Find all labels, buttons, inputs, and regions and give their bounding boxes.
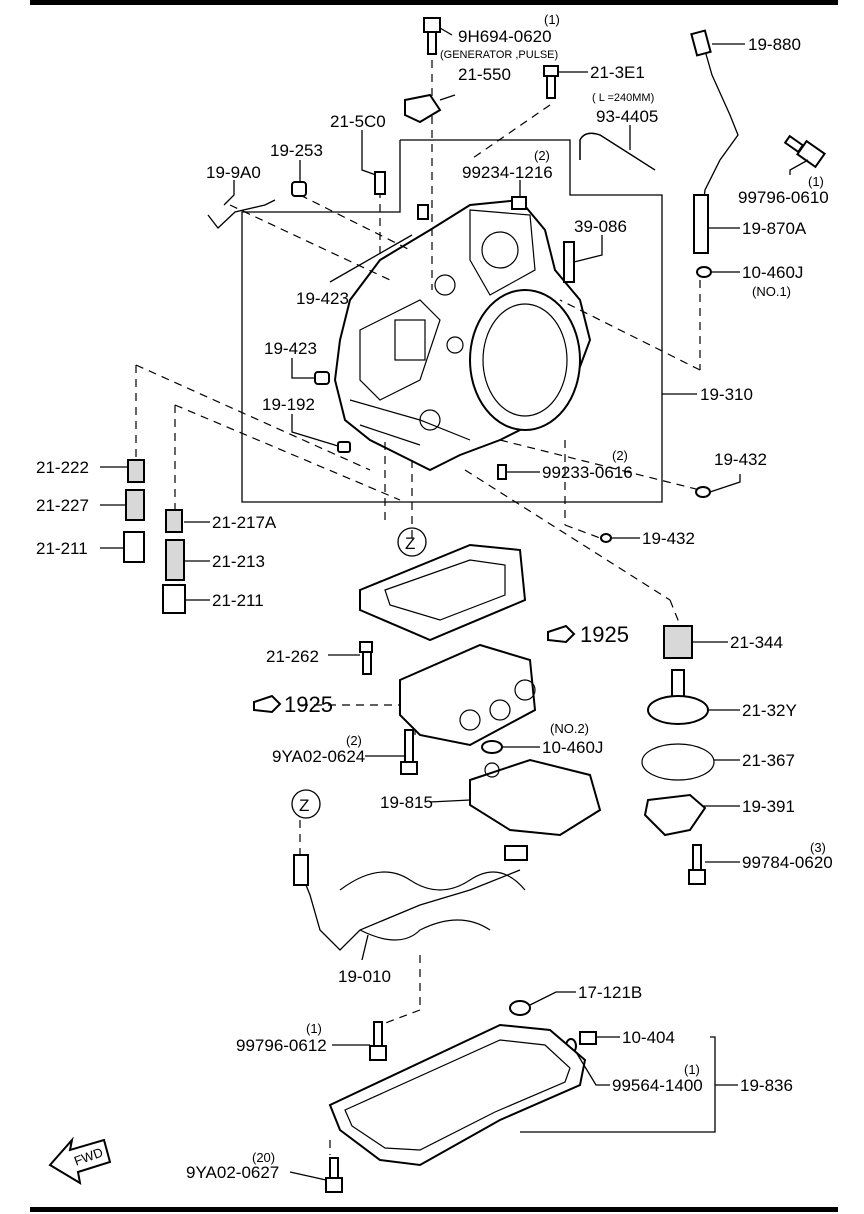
- label-21-211-b: 21-211: [212, 591, 264, 610]
- label-19-253: 19-253: [270, 141, 323, 160]
- label-10-460j-1: 10-460J: [742, 263, 803, 282]
- label-9h694: 9H694-0620: [458, 27, 552, 46]
- label-no1: (NO.1): [752, 284, 791, 299]
- hand-pointer-icon-2: [253, 694, 282, 714]
- top-border: [30, 0, 838, 5]
- label-21-213: 21-213: [212, 552, 265, 571]
- label-21-32y: 21-32Y: [742, 701, 797, 720]
- hand-pointer-icon-1: [547, 624, 576, 644]
- label-99796-0612-qty: (1): [306, 1021, 322, 1036]
- label-21-222: 21-222: [36, 458, 89, 477]
- label-21-550: 21-550: [458, 65, 511, 84]
- label-9ya02-0627: 9YA02-0627: [186, 1163, 279, 1182]
- part-shapes: [48, 17, 826, 1193]
- label-17-121b: 17-121B: [578, 983, 642, 1002]
- label-19-391: 19-391: [742, 797, 795, 816]
- oil-pan: [328, 1023, 587, 1167]
- label-9ya02-0624-qty: (2): [346, 733, 362, 748]
- fwd-arrow-icon: [48, 1136, 112, 1185]
- label-99796-0612: 99796-0612: [236, 1036, 327, 1055]
- leader-lines: [100, 27, 809, 1181]
- label-10-460j-2: 10-460J: [542, 738, 603, 757]
- label-99234-qty: (2): [534, 148, 550, 163]
- label-21-217a: 21-217A: [212, 513, 277, 532]
- label-l240: ( L =240MM): [592, 92, 654, 104]
- label-93-4405: 93-4405: [596, 107, 658, 126]
- label-21-262: 21-262: [266, 647, 319, 666]
- dashed-guides: [135, 60, 701, 1155]
- label-99784-qty: (3): [810, 840, 826, 855]
- label-1925-b: 1925: [284, 692, 333, 717]
- z-marker-2: [291, 789, 321, 819]
- label-99234: 99234-1216: [462, 163, 553, 182]
- label-19-432-b: 19-432: [642, 529, 695, 548]
- label-generator-pulse: (GENERATOR ,PULSE): [440, 49, 558, 61]
- label-z1: Z: [405, 534, 415, 553]
- label-19-310: 19-310: [700, 385, 753, 404]
- label-19-432-a: 19-432: [714, 450, 767, 469]
- label-19-192: 19-192: [262, 395, 315, 414]
- oil-strainer: [469, 758, 602, 837]
- label-39-086: 39-086: [574, 217, 627, 236]
- transmission-case-group: [241, 139, 663, 503]
- label-99796-0610-qty: (1): [808, 174, 824, 189]
- label-99233: 99233-0616: [542, 463, 633, 482]
- label-1925-a: 1925: [580, 622, 629, 647]
- label-10-404: 10-404: [622, 1028, 675, 1047]
- label-21-367: 21-367: [742, 751, 795, 770]
- label-19-423-b: 19-423: [264, 339, 317, 358]
- label-99564-qty: (1): [684, 1062, 700, 1077]
- label-99784: 99784-0620: [742, 853, 833, 872]
- label-21-3e1: 21-3E1: [590, 63, 645, 82]
- label-19-880: 19-880: [748, 35, 801, 54]
- label-21-227: 21-227: [36, 496, 89, 515]
- label-z2: Z: [299, 796, 309, 815]
- z-marker-1: [397, 527, 427, 557]
- bottom-border: [30, 1207, 838, 1212]
- label-21-211-a: 21-211: [36, 539, 88, 558]
- label-19-423-a: 19-423: [296, 289, 349, 308]
- label-no2: (NO.2): [550, 721, 589, 736]
- label-9h694-qty: (1): [544, 12, 560, 27]
- label-19-870a: 19-870A: [742, 219, 807, 238]
- label-19-815: 19-815: [380, 793, 433, 812]
- label-21-5c0: 21-5C0: [330, 112, 386, 131]
- label-99564: 99564-1400: [612, 1076, 703, 1095]
- label-9ya02-0624: 9YA02-0624: [272, 747, 365, 766]
- label-99233-qty: (2): [612, 448, 628, 463]
- separator-plate: [359, 543, 527, 642]
- label-9ya02-0627-qty: (20): [252, 1150, 275, 1165]
- label-19-836: 19-836: [740, 1076, 793, 1095]
- callout-labels: (1) 9H694-0620 (GENERATOR ,PULSE) 21-550…: [36, 12, 833, 1182]
- label-21-344: 21-344: [730, 633, 783, 652]
- label-19-010: 19-010: [338, 967, 391, 986]
- label-19-9a0: 19-9A0: [206, 163, 261, 182]
- label-99796-0610: 99796-0610: [738, 188, 829, 207]
